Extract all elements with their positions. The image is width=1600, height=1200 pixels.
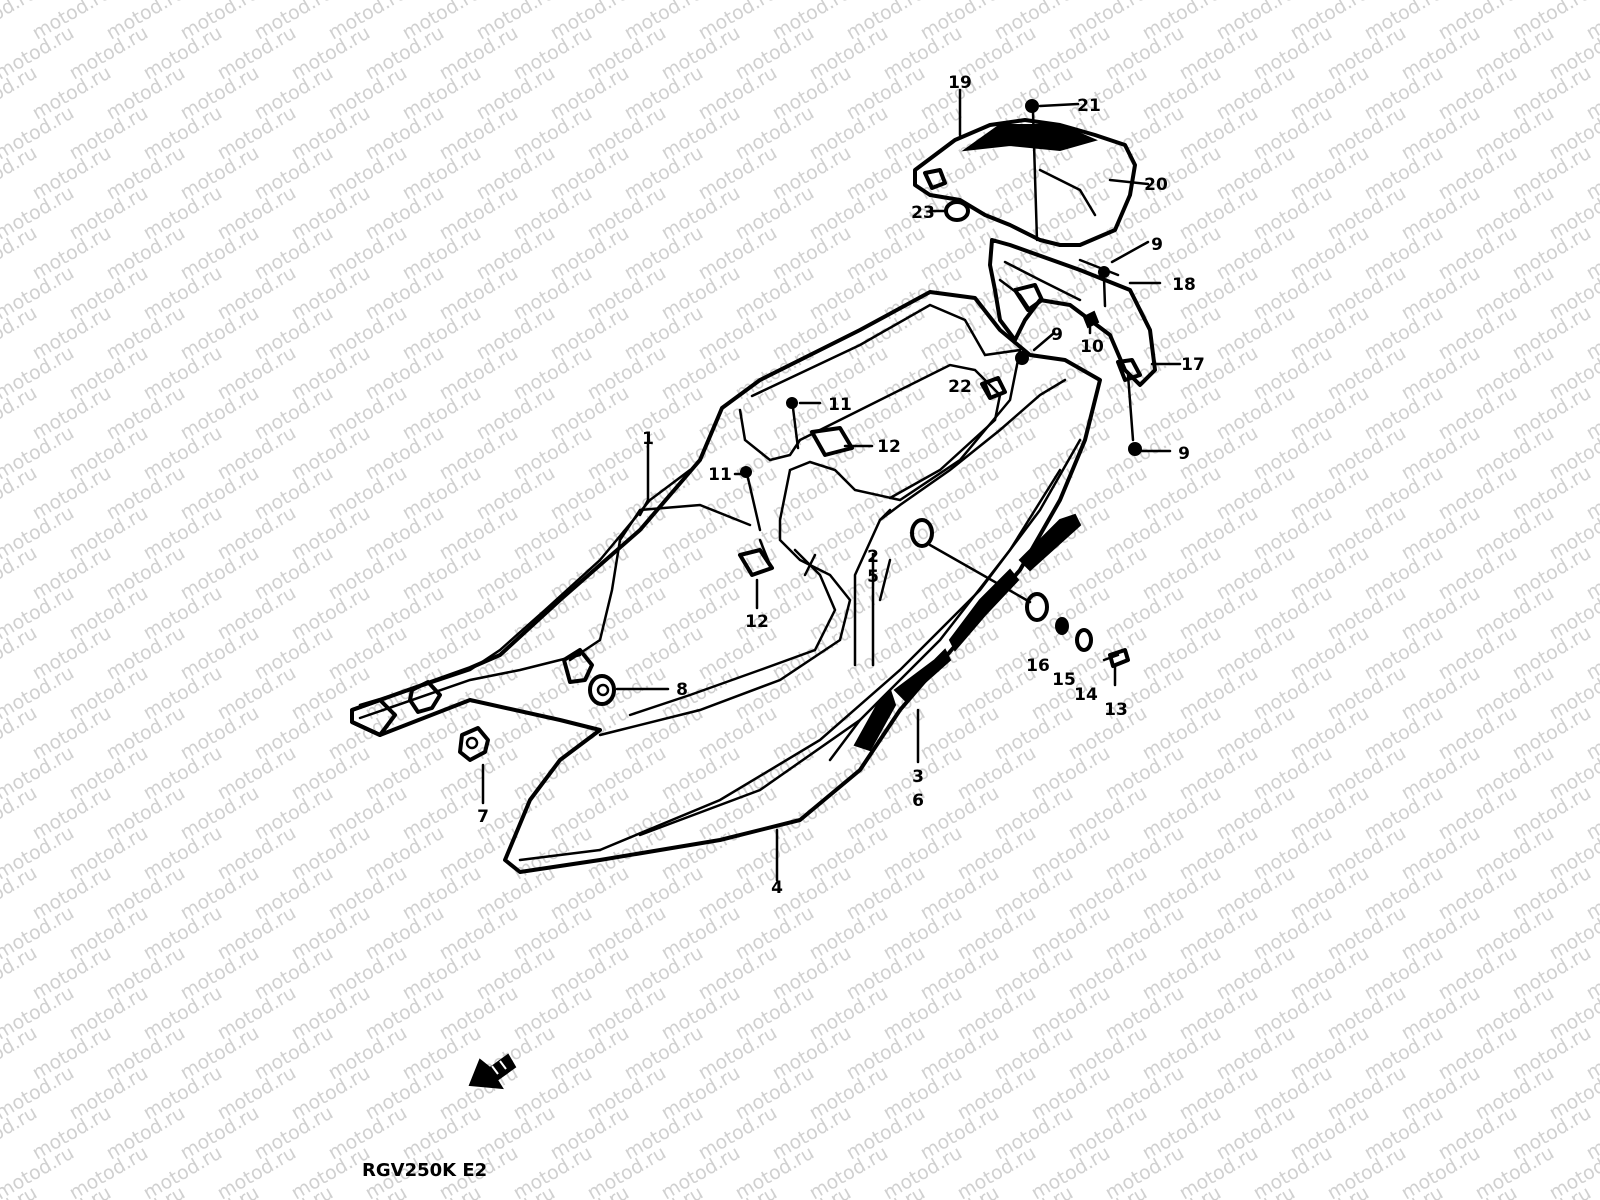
callout-label: 9 — [1178, 444, 1190, 464]
callout-label: 22 — [948, 377, 972, 397]
cushion-8 — [588, 674, 616, 706]
callout-label: 7 — [477, 807, 489, 827]
model-code: RGV250K E2 — [362, 1160, 487, 1181]
screw-21 — [1025, 99, 1039, 113]
callout-labels: 1 2 5 3 6 4 7 8 9 9 9 10 11 11 12 12 13 … — [477, 73, 1205, 898]
callout-label: 19 — [948, 73, 972, 93]
nut-9-bottom — [1128, 442, 1142, 456]
rear-bracket — [988, 238, 1157, 387]
washer-14 — [1075, 628, 1093, 652]
screw-11-upper — [786, 397, 798, 409]
callout-label: 12 — [745, 612, 769, 632]
bracket-12-lower — [738, 548, 774, 577]
callout-label: 17 — [1181, 355, 1205, 375]
callout-label: 11 — [828, 395, 852, 415]
collar-15 — [1055, 617, 1069, 635]
callout-label: 6 — [912, 791, 924, 811]
callout-label: 10 — [1080, 337, 1104, 357]
callout-label: 13 — [1104, 700, 1128, 720]
front-direction-arrow-icon — [468, 1053, 517, 1090]
callout-label: 1 — [642, 429, 654, 449]
clip-7 — [458, 726, 490, 762]
callout-label: 8 — [676, 680, 688, 700]
screw-11-lower — [740, 466, 752, 478]
callout-label: 9 — [1151, 235, 1163, 255]
callout-label: 11 — [708, 465, 732, 485]
callout-label: 9 — [1051, 325, 1063, 345]
callout-label: 14 — [1074, 685, 1098, 705]
callout-label: 18 — [1172, 275, 1196, 295]
callout-label: 16 — [1026, 656, 1050, 676]
bracket-22 — [980, 376, 1007, 400]
callout-label: 21 — [1077, 96, 1101, 116]
callout-label: 20 — [1144, 175, 1168, 195]
callout-label: 3 — [912, 767, 924, 787]
callout-label: 23 — [911, 203, 935, 223]
callout-label: 12 — [877, 437, 901, 457]
grommet-16 — [1025, 592, 1049, 622]
callout-label: 15 — [1052, 670, 1076, 690]
leader-lines — [481, 88, 1182, 882]
nut-9-left — [1015, 351, 1029, 365]
hardware-parts — [408, 266, 1142, 762]
seat-tail-cowling — [350, 290, 1102, 874]
bracket-12-upper — [810, 426, 854, 457]
callout-label: 2 — [867, 547, 879, 567]
callout-label: 5 — [867, 567, 879, 587]
bolt-13 — [1108, 648, 1130, 668]
callout-label: 4 — [771, 878, 783, 898]
